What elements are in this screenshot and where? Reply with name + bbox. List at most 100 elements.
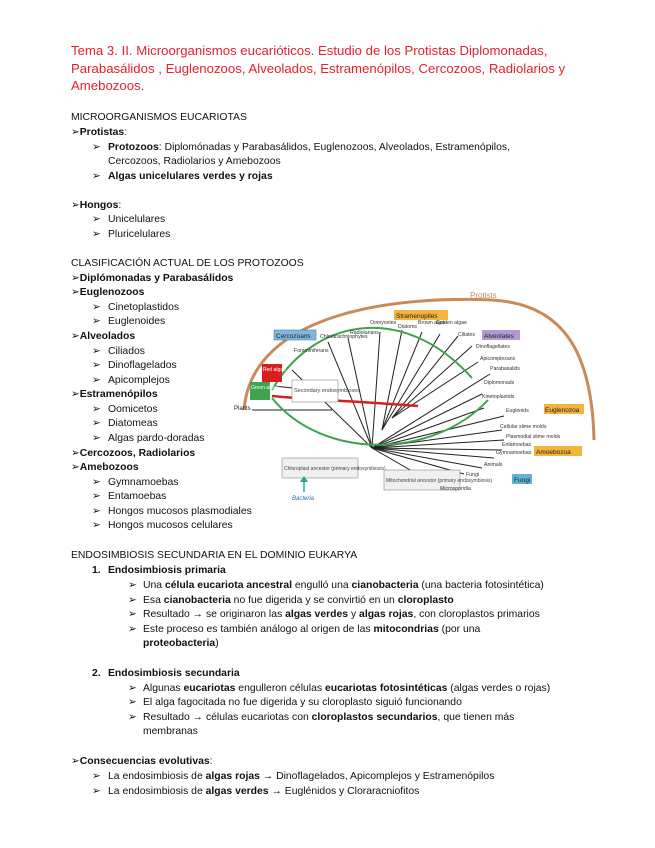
svg-text:Euglenids: Euglenids [506,408,529,414]
list-item: ➢Hongos: [71,200,122,211]
list-number: 1. [92,565,101,576]
plants-label: Plants [234,406,251,412]
list-item: Gymnamoebas [108,477,179,488]
arrow-bullet-icon: ➢ [71,273,80,284]
arrow-bullet-icon: ➢ [92,214,101,225]
secondary-box [291,379,339,403]
svg-text:Microsporidia: Microsporidia [440,486,471,492]
arrow-bullet-icon: ➢ [92,375,101,386]
list-item: Resultado → células eucariotas con cloro… [143,712,515,723]
list-item-title: Endosimbiosis primaria [108,565,226,576]
list-number: 2. [92,668,101,679]
svg-text:Secondary endosymbioses: Secondary endosymbioses [294,388,360,394]
section-heading-microorganismos: MICROORGANISMOS EUCARIOTAS [71,112,247,123]
list-item: Entamoebas [108,491,167,502]
list-item: Esa cianobacteria no fue digerida y se c… [143,595,454,606]
svg-text:Diplomonads: Diplomonads [484,380,515,386]
list-item: Algas pardo-doradas [108,433,205,444]
arrow-bullet-icon: ➢ [128,712,137,723]
svg-text:Dinoflagellates: Dinoflagellates [476,344,510,350]
arrow-bullet-icon: ➢ [92,786,101,797]
arrow-bullet-icon: ➢ [71,287,80,298]
arrow-bullet-icon: ➢ [128,683,137,694]
svg-text:Animals: Animals [484,462,503,468]
arrow-bullet-icon: ➢ [71,389,80,400]
list-item: Ciliados [108,346,145,357]
arrow-bullet-icon: ➢ [92,771,101,782]
svg-text:Brown algae: Brown algae [418,320,447,326]
protists-label: Protists [470,291,497,300]
arrow-bullet-icon: ➢ [92,477,101,488]
arrow-bullet-icon: ➢ [92,302,101,313]
svg-text:Plasmodial slime molds: Plasmodial slime molds [506,434,561,440]
leaf-labels: Chlorarachniophytes Foraminiferans Radio… [294,320,561,492]
arrow-bullet-icon: ➢ [71,331,80,342]
list-item: Resultado → se originaron las algas verd… [143,609,540,620]
green-endosymbiosis-curve [271,326,473,391]
arrow-bullet-icon: ➢ [71,448,80,459]
svg-text:Oomycetes: Oomycetes [370,320,397,326]
arrow-bullet-icon: ➢ [128,580,137,591]
svg-text:Alveolates: Alveolates [484,333,515,340]
protists-arc [242,297,596,441]
svg-text:Chloroplast ancestor (primary: Chloroplast ancestor (primary endosymbio… [284,466,386,472]
list-item-title: Endosimbiosis secundaria [108,668,240,679]
list-item-cont: proteobacteria) [143,638,219,649]
arrow-bullet-icon: ➢ [92,229,101,240]
red-algae-box [262,364,282,382]
list-item: Cinetoplastidos [108,302,180,313]
arrow-bullet-icon: ➢ [128,609,137,620]
list-item: Hongos mucosos plasmodiales [108,506,252,517]
arrow-bullet-icon: ➢ [128,595,137,606]
list-item: Unicelulares [108,214,166,225]
svg-text:Kinetoplastids: Kinetoplastids [482,394,515,400]
arrow-bullet-icon: ➢ [92,506,101,517]
arrow-bullet-icon: ➢ [92,142,101,153]
list-item: Algunas eucariotas engulleron células eu… [143,683,551,694]
red-endosymbiosis-curve [271,394,419,408]
list-item: La endosimbiosis de algas verdes → Euglé… [108,786,420,797]
svg-text:Ciliates: Ciliates [458,332,475,338]
list-item: ➢Alveolados [71,331,136,342]
svg-text:Stramenopiles: Stramenopiles [396,313,438,320]
svg-text:Mitochondrial ancestor (primar: Mitochondrial ancestor (primary endosymb… [386,478,492,484]
arrow-bullet-icon: ➢ [71,756,80,767]
arrow-bullet-icon: ➢ [71,127,80,138]
list-item: ➢Consecuencias evolutivas: [71,756,213,767]
arrow-bullet-icon: ➢ [128,624,137,635]
list-item: ➢Estramenópilos [71,389,158,400]
arrow-bullet-icon: ➢ [92,491,101,502]
svg-text:Fungi: Fungi [514,477,530,484]
arrow-bullet-icon: ➢ [92,520,101,531]
svg-text:Parabasalids: Parabasalids [490,366,520,372]
chloroplast-ancestor-box [281,457,359,479]
list-item: Dinoflagelados [108,360,177,371]
list-item: Una célula eucariota ancestral engulló u… [143,580,544,591]
fungi-box [512,474,532,484]
svg-text:Red algae: Red algae [263,367,286,373]
arrow-bullet-icon: ➢ [71,462,80,473]
section-heading-clasificacion: CLASIFICACIÓN ACTUAL DE LOS PROTOZOOS [71,258,304,269]
svg-text:Gymnamoebas: Gymnamoebas [496,450,532,456]
svg-text:Euglenozoa: Euglenozoa [545,407,580,414]
arrow-bullet-icon: ➢ [92,360,101,371]
list-item: La endosimbiosis de algas rojas → Dinofl… [108,771,495,782]
protist-phylogeny-diagram: Protists [234,291,596,502]
list-item: ➢Cercozoos, Radiolarios [71,448,196,459]
euglenozoa-box [544,404,584,414]
list-item: Apicomplejos [108,375,170,386]
arrow-bullet-icon: ➢ [92,316,101,327]
svg-text:Diatoms: Diatoms [398,324,417,330]
list-item: ➢Diplómonadas y Parabasálidos [71,273,234,284]
green-algae-box [250,382,270,400]
list-item: ➢Amebozoos [71,462,139,473]
section-heading-endosimbiosis: ENDOSIMBIOSIS SECUNDARIA EN EL DOMINIO E… [71,550,358,561]
svg-text:Amoebozoa: Amoebozoa [536,449,571,456]
arrow-bullet-icon: ➢ [92,418,101,429]
mitochondrial-ancestor-box [383,469,461,491]
svg-text:Apicomplexans: Apicomplexans [480,356,516,362]
list-item: Este proceso es también análogo al orige… [143,624,481,635]
svg-text:Fungi: Fungi [466,472,479,478]
list-item: Oomicetos [108,404,158,415]
